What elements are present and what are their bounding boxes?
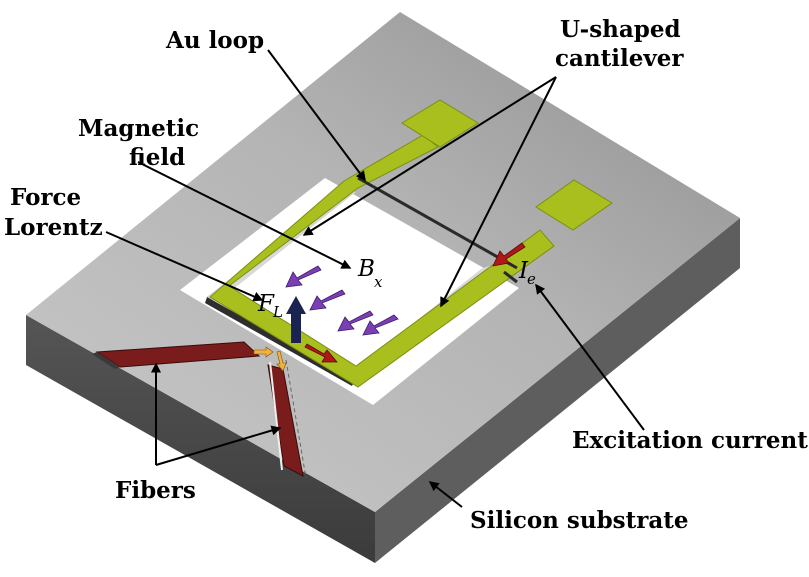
au-pad-left: [401, 99, 479, 148]
label-excitation-current: Excitation current: [572, 427, 808, 454]
cavity-opening: [180, 178, 519, 405]
label-force-line1: Force: [10, 184, 81, 211]
label-force-line2: Lorentz: [4, 214, 103, 241]
symbol-fl: F L: [257, 291, 283, 321]
slot-line-right: [503, 270, 518, 284]
field-arrow: [337, 310, 374, 332]
symbol-i-sub: e: [527, 270, 536, 288]
leader-lines: [105, 49, 645, 508]
cantilever-side-front: [205, 297, 355, 386]
leader-au-loop: [267, 49, 366, 182]
label-silicon-substrate: Silicon substrate: [470, 507, 689, 534]
fibers: [92, 341, 307, 479]
slot-line-top: [357, 176, 518, 270]
current-arrow-bottom: [304, 343, 338, 363]
magnetic-field-arrows: [285, 265, 399, 336]
field-arrow: [309, 289, 346, 311]
symbol-b-main: B: [357, 256, 375, 282]
leader-force-lorentz: [105, 231, 264, 302]
current-arrow-right: [492, 242, 526, 267]
symbol-f-sub: L: [272, 303, 283, 321]
symbol-f-main: F: [257, 291, 275, 317]
fiber-front-groove-edge: [269, 361, 283, 471]
au-loop: [209, 99, 613, 388]
leader-u-shaped-left: [302, 76, 557, 236]
fiber-front-groove: [285, 359, 307, 479]
label-magnetic-line1: Magnetic: [78, 115, 199, 142]
field-arrow: [362, 314, 399, 336]
field-arrow: [285, 265, 322, 288]
fiber-arrow-left: [253, 346, 274, 358]
leader-magnetic-field: [137, 161, 352, 269]
label-u-shaped-line1: U-shaped: [560, 16, 681, 43]
label-magnetic-line2: field: [129, 144, 185, 171]
substrate-side-face: [375, 218, 740, 563]
label-fibers: Fibers: [115, 477, 196, 504]
au-pad-right: [535, 179, 613, 231]
fiber-arrow-front: [276, 350, 287, 372]
fiber-left: [95, 341, 261, 368]
substrate-front-face: [26, 315, 375, 563]
leader-silicon: [428, 481, 463, 508]
leader-excitation: [535, 283, 645, 431]
leader-u-shaped-right: [440, 76, 557, 308]
symbol-ie: I e: [518, 258, 536, 288]
leader-fibers-right: [155, 425, 282, 466]
symbol-bx: B x: [357, 256, 383, 291]
lorentz-force-arrow: [286, 296, 306, 343]
label-au-loop: Au loop: [165, 27, 264, 54]
symbol-b-sub: x: [374, 273, 383, 291]
label-u-shaped-line2: cantilever: [555, 45, 684, 72]
symbol-i-main: I: [518, 258, 529, 284]
fiber-left-groove: [92, 352, 120, 369]
